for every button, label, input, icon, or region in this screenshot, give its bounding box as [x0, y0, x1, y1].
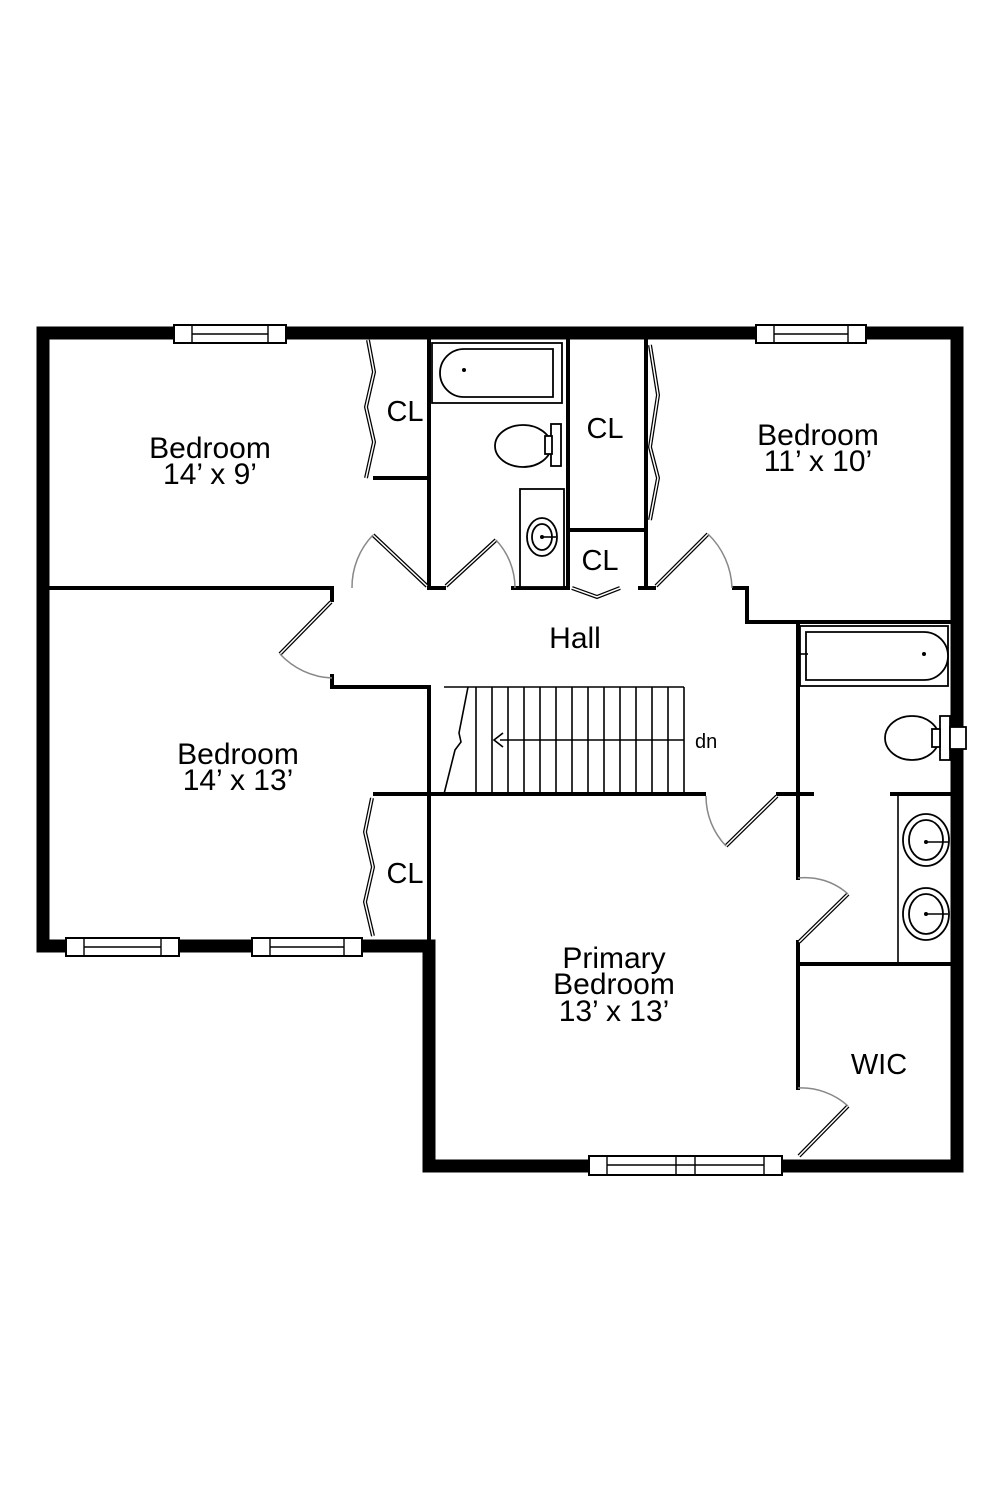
closet-label-hall: CL [581, 545, 618, 577]
door-middle-left-bedroom [278, 600, 333, 679]
room-size-primary: 13’ x 13’ [559, 995, 670, 1028]
room-name-primary-line2: Bedroom [553, 968, 675, 1001]
door-top-left-bedroom [351, 533, 429, 589]
room-name-hall: Hall [549, 622, 601, 655]
window-bottom-left-1 [65, 937, 180, 957]
double-vanity [902, 813, 950, 941]
door-primary-bedroom [705, 794, 779, 848]
sink-top [519, 488, 565, 588]
window-bottom-left-2 [251, 937, 363, 957]
door-top-right-bedroom [654, 532, 733, 589]
toilet-top [494, 423, 562, 468]
door-walk-in-closet [797, 1087, 850, 1158]
room-size-bedroom-top-right: 11’ x 10’ [764, 445, 872, 478]
closet-label-middle-left: CL [386, 858, 423, 890]
window-top-left [173, 324, 287, 344]
toilet-right [884, 715, 967, 761]
bifold-door-top-left-closet [363, 339, 377, 479]
door-primary-bath [797, 876, 850, 944]
door-top-bath [444, 538, 516, 589]
closet-label-top-middle: CL [586, 413, 623, 445]
window-top-right [755, 324, 867, 344]
window-bottom-primary [588, 1155, 783, 1176]
bathtub-right [799, 625, 949, 687]
room-size-bedroom-middle-left: 14’ x 13’ [183, 764, 294, 797]
room-name-bedroom-top-left: Bedroom [149, 432, 271, 465]
room-size-bedroom-top-left: 14’ x 9’ [163, 458, 257, 491]
room-name-primary-line1: Primary [562, 942, 665, 975]
room-name-bedroom-top-right: Bedroom [757, 419, 879, 452]
closet-label-top-left: CL [386, 396, 423, 428]
stairs-direction-label: dn [695, 731, 717, 753]
exterior-wall [36, 326, 964, 1173]
staircase [443, 686, 685, 795]
bifold-door-hall-closet [571, 586, 621, 600]
bifold-door-top-middle-closet [647, 344, 661, 521]
room-name-bedroom-middle-left: Bedroom [177, 738, 299, 771]
room-name-wic: WIC [851, 1049, 907, 1081]
bifold-door-middle-left-closet [362, 797, 376, 937]
bathtub-top [431, 342, 563, 404]
